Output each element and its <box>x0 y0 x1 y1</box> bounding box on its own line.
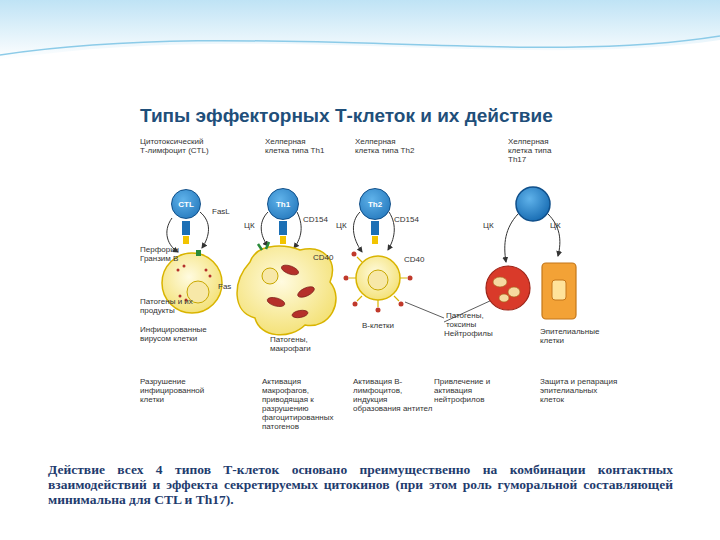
label: Патогены и их продукты <box>140 298 202 316</box>
receptor <box>279 221 287 235</box>
nucleus <box>368 270 388 290</box>
label: Активация макрофагов, приводящая к разру… <box>262 378 350 432</box>
label: Хелперная клетка типа Th1 <box>265 138 325 156</box>
arrow <box>388 212 394 250</box>
receptor <box>280 236 286 244</box>
label: Перфорин Гранзим B <box>140 246 182 264</box>
top-band <box>0 0 720 60</box>
label: Привлечение и активация нейтрофилов <box>434 378 514 405</box>
t-cell-circle: CTL <box>171 189 201 219</box>
label: Защита и репарация эпителиальных клеток <box>540 378 622 405</box>
label: Инфицированные вирусом клетки <box>140 326 220 344</box>
label: ЦК <box>336 222 356 231</box>
receptor <box>183 236 189 244</box>
label: Патогены, токсины <box>446 312 498 330</box>
b-cell <box>356 256 400 300</box>
label: Эпителиальные клетки <box>540 328 596 346</box>
arrow <box>548 214 560 256</box>
label: Активация В-лимфоцитов, индукция образов… <box>353 378 433 414</box>
label: ЦК <box>244 222 264 231</box>
receptor <box>372 236 378 244</box>
leader-line <box>405 302 444 318</box>
label: Цитотоксический Т-лимфоцит (CTL) <box>140 138 210 156</box>
arrow <box>294 212 301 248</box>
label: В-клетки <box>362 322 412 331</box>
top-wave <box>0 36 720 55</box>
receptor <box>258 242 269 250</box>
t-cell-circle: Th1 <box>267 188 299 220</box>
label: CD40 <box>404 256 434 265</box>
arrow <box>261 212 268 246</box>
arrow <box>505 214 518 262</box>
receptor <box>182 221 190 235</box>
label: Нейтрофилы <box>444 330 504 339</box>
label: ЦК <box>550 222 570 231</box>
label: CD40 <box>313 254 343 263</box>
label: Патогены, макрофаги <box>270 336 330 354</box>
label: FasL <box>212 208 242 217</box>
receptor <box>371 221 379 235</box>
th17-cell <box>516 187 550 221</box>
neutrophil <box>486 266 530 310</box>
label: ЦК <box>483 222 503 231</box>
nucleus <box>552 280 566 300</box>
label: Хелперная клетка типа Th2 <box>355 138 415 156</box>
cell-name: Th2 <box>368 200 382 209</box>
cell-name: CTL <box>178 200 194 209</box>
cell-name: Th1 <box>276 200 290 209</box>
caption: Действие всех 4 типов Т-клеток основано … <box>48 463 673 508</box>
arrow <box>353 212 362 252</box>
label: Fas <box>218 283 243 292</box>
label: Разрушение инфицированной клетки <box>140 378 222 405</box>
label: CD154 <box>394 216 428 225</box>
t-cell-circle: Th2 <box>359 188 391 220</box>
label: Хелперная клетка типа Th17 <box>508 138 568 165</box>
arrow <box>200 212 209 248</box>
epithelial-cell <box>542 263 576 319</box>
nucleus <box>262 268 278 284</box>
title: Типы эффекторных Т-клеток и их действие <box>140 104 690 129</box>
receptor <box>196 250 201 256</box>
label: CD154 <box>303 216 337 225</box>
